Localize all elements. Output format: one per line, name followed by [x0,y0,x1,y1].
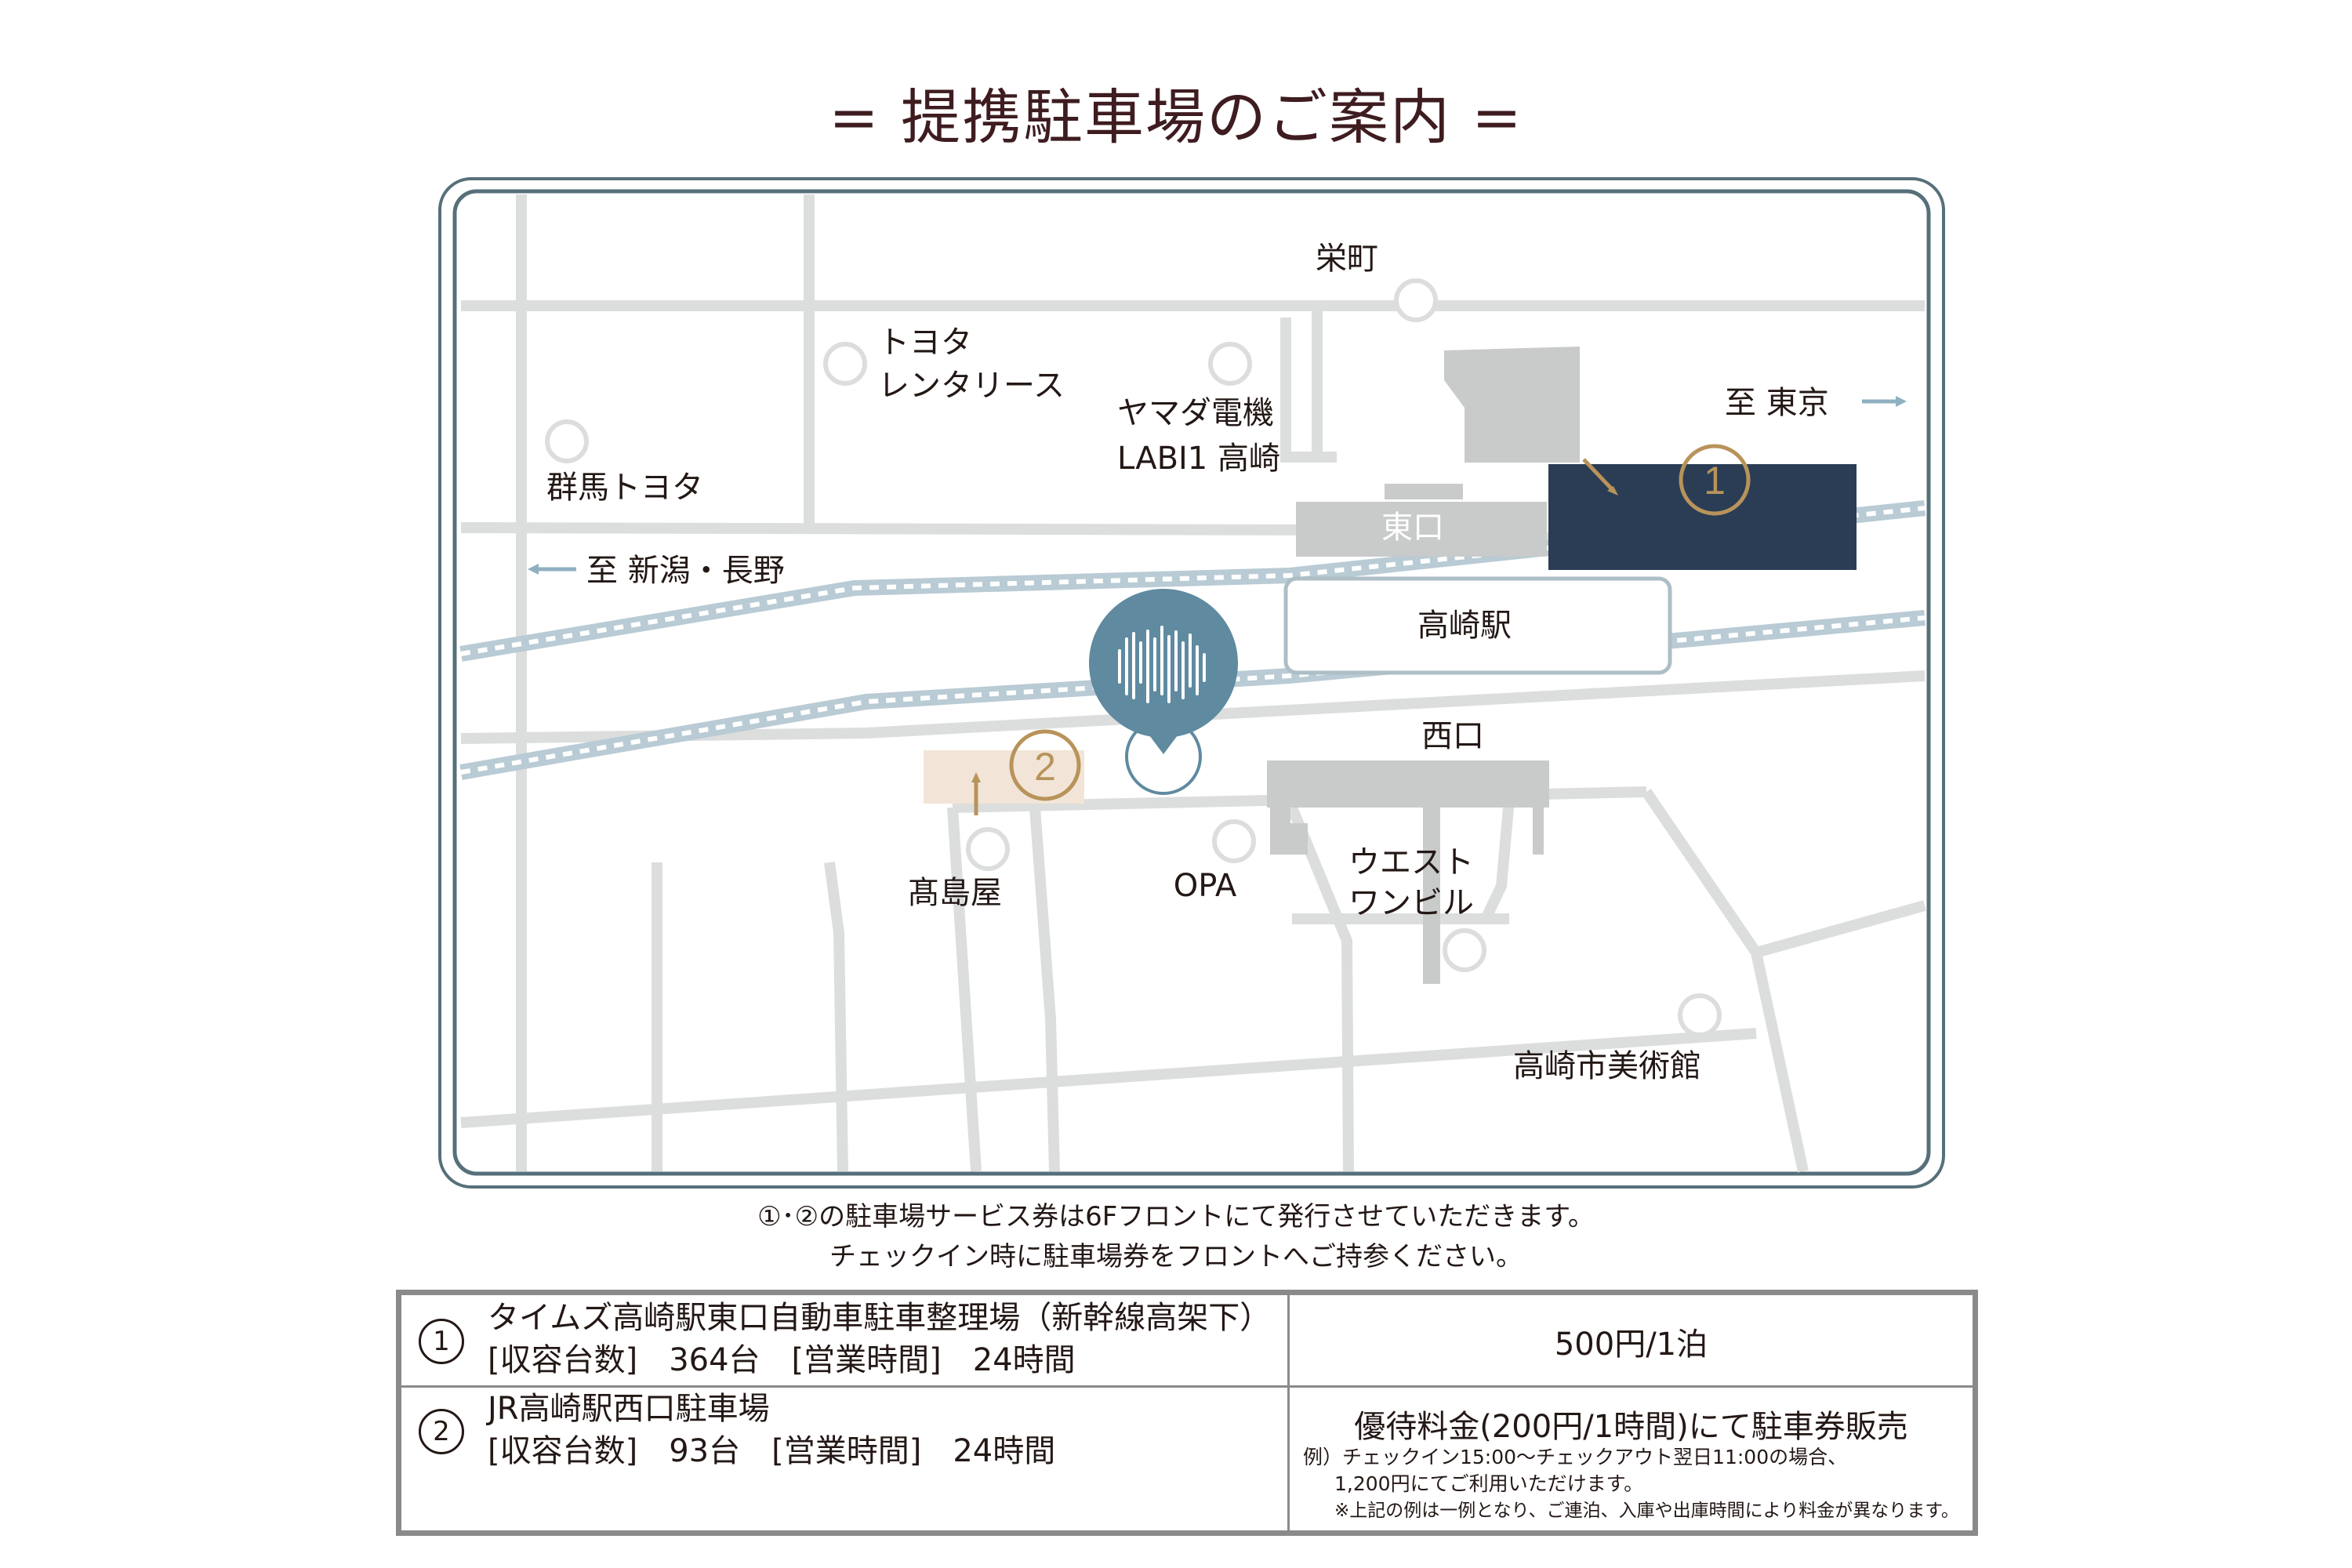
museum-landmark [1678,993,1722,1037]
label-west-one-1: ウエスト [1348,844,1474,880]
row-2-example-3: ※上記の例は一例となり、ご連泊、入庫や出庫時間により料金が異なります。 [1334,1501,1959,1521]
label-west-exit: 西口 [1421,718,1484,754]
yamada-landmark [1208,342,1252,386]
parking-1-marker-label: 1 [1704,459,1726,503]
opa-landmark [1212,819,1256,863]
map-frame-outer [438,177,1945,1189]
parking-1-area [1548,464,1857,570]
label-toyota-rent-2: レンタリース [878,368,1065,404]
area-map: 1 2 [438,177,1945,1189]
landmark-circles [545,278,1722,1037]
label-gunma-toyota: 群馬トヨタ [546,470,703,506]
page-title: = 提携駐車場のご案内 = [829,82,1523,152]
map-frame-inner [452,189,1931,1176]
parking-1-arrow [1582,458,1615,492]
parking-table: 1 タイムズ高崎駅東口自動車駐車整理場（新幹線高架下） [収容台数] 364台 … [396,1290,1978,1536]
row-1-name: タイムズ高崎駅東口自動車駐車整理場（新幹線高架下） [488,1300,1272,1336]
label-sakaecho: 栄町 [1316,241,1378,277]
label-to-niigata: 至 新潟・長野 [586,553,785,589]
label-museum: 高崎市美術館 [1513,1048,1701,1084]
station-buildings [1267,347,1580,984]
label-yamada-2: LABI1 高崎 [1117,441,1280,477]
label-opa: OPA [1174,868,1237,904]
label-station: 高崎駅 [1417,608,1512,644]
toyota-rent-landmark [823,342,867,386]
label-yamada-1: ヤマダ電機 [1117,395,1274,431]
west-one-landmark [1443,928,1486,972]
hotel-location-pin [1089,589,1238,795]
row-1-info: [収容台数] 364台 [営業時間] 24時間 [488,1342,1076,1378]
row-1-price: 500円/1泊 [1554,1327,1708,1363]
row-2-number: 2 [419,1409,464,1454]
row-2-price: 優待料金(200円/1時間)にて駐車券販売 [1354,1409,1908,1445]
row-2-name: JR高崎駅西口駐車場 [488,1391,770,1427]
parking-note-line-1: ①･②の駐車場サービス券は6Fフロントにて発行させていただきます。 [757,1201,1595,1232]
sakaecho-landmark [1394,278,1438,322]
takasaki-station-box [1283,576,1672,675]
takashimaya-landmark [966,827,1010,871]
row-2-info: [収容台数] 93台 [営業時間] 24時間 [488,1433,1056,1469]
label-west-one-2: ワンビル [1348,885,1474,921]
row-2-example-1: 例）チェックイン15:00〜チェックアウト翌日11:00の場合、 [1303,1446,1848,1468]
hotel-logo-icon [1118,626,1206,703]
parking-1-marker-circle [1679,444,1751,516]
label-toyota-rent-1: トヨタ [878,325,972,361]
label-to-tokyo: 至 東京 [1725,385,1829,421]
gunma-toyota-landmark [545,419,589,463]
direction-arrows [537,399,1897,572]
row-2-example-2: 1,200円にてご利用いただけます。 [1334,1472,1644,1495]
parking-2-marker-circle [1009,729,1081,801]
parking-2-marker-label: 2 [1034,745,1056,789]
label-east-exit: 東口 [1381,510,1444,546]
parking-note-line-2: チェックイン時に駐車場券をフロントへご持参ください。 [829,1241,1523,1272]
row-1-number: 1 [419,1319,464,1364]
label-takashimaya: 髙島屋 [908,875,1002,911]
